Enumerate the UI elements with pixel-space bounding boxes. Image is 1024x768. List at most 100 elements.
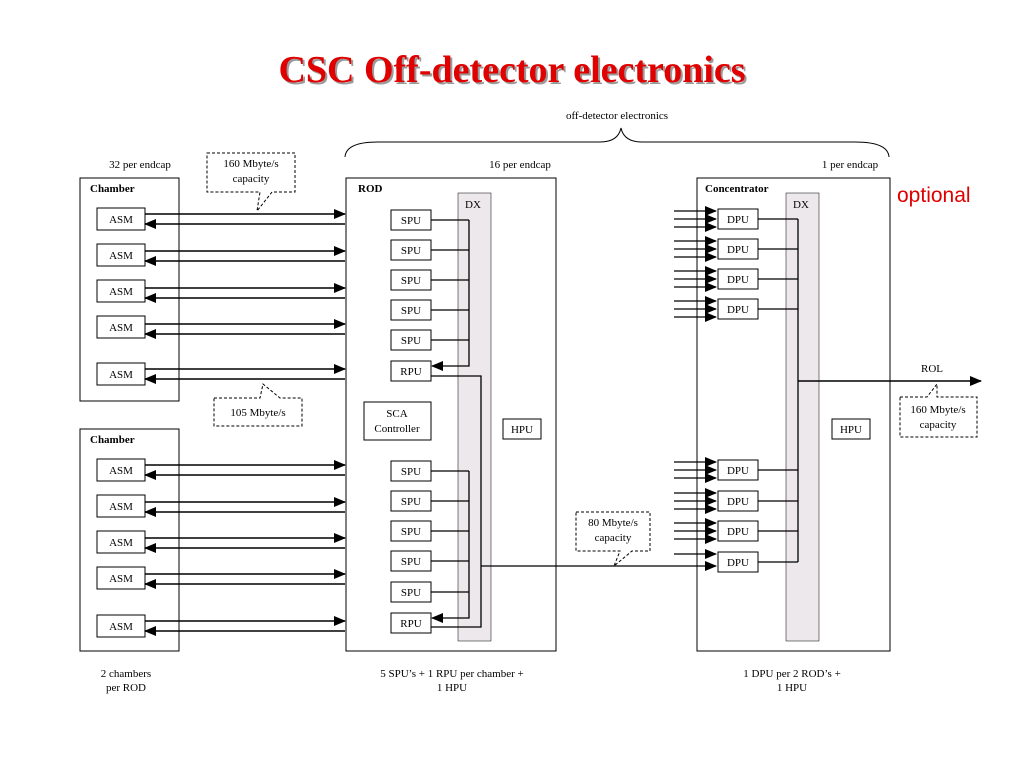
spu-box: SPU	[390, 299, 432, 321]
dpu-box: DPU	[717, 551, 759, 573]
svg-text:DPU: DPU	[727, 244, 749, 256]
asm-rod-link	[144, 569, 346, 589]
svg-text:Controller: Controller	[374, 423, 420, 435]
asm-box: ASM	[96, 207, 146, 231]
svg-text:ASM: ASM	[109, 214, 133, 226]
rpu-output-bus	[431, 375, 717, 628]
svg-text:capacity: capacity	[595, 532, 632, 544]
rod-footnote-line2: 1 HPU	[437, 682, 467, 694]
slide-title: CSC Off-detector electronics	[278, 49, 746, 91]
svg-text:160 Mbyte/s: 160 Mbyte/s	[223, 158, 278, 170]
asm-box: ASM	[96, 279, 146, 303]
asm-rod-link	[144, 460, 346, 480]
svg-text:HPU: HPU	[840, 424, 862, 436]
concentrator-dx-label: DX	[793, 199, 809, 211]
spu-box: SPU	[390, 520, 432, 542]
svg-text:HPU: HPU	[511, 424, 533, 436]
svg-text:ASM: ASM	[109, 621, 133, 633]
svg-text:ASM: ASM	[109, 322, 133, 334]
asm-box: ASM	[96, 243, 146, 267]
asm-box: ASM	[96, 566, 146, 590]
svg-text:SPU: SPU	[401, 496, 421, 508]
asm-rod-link	[144, 497, 346, 517]
spu-box: SPU	[390, 239, 432, 261]
asm-box: ASM	[96, 614, 146, 638]
asm-box: ASM	[96, 530, 146, 554]
svg-text:SPU: SPU	[401, 556, 421, 568]
asm-rod-link	[144, 533, 346, 553]
rod-dx-bar	[457, 192, 492, 642]
rod-footnote-line1: 5 SPU’s + 1 RPU per chamber +	[380, 668, 523, 680]
concentrator-dx-bar	[785, 192, 820, 642]
asm-rod-link	[144, 246, 346, 266]
asm-box: ASM	[96, 458, 146, 482]
svg-text:SPU: SPU	[401, 245, 421, 257]
chamber-footnote-line2: per ROD	[106, 682, 146, 694]
svg-text:RPU: RPU	[400, 618, 421, 630]
svg-text:SPU: SPU	[401, 275, 421, 287]
svg-text:SPU: SPU	[401, 587, 421, 599]
off-detector-brace	[344, 127, 890, 158]
rod-count-label: 16 per endcap	[489, 159, 551, 171]
sca-controller-box: SCA Controller	[363, 401, 432, 441]
chamber-footnote-line1: 2 chambers	[101, 668, 151, 680]
spu-box: SPU	[390, 209, 432, 231]
svg-text:DPU: DPU	[727, 557, 749, 569]
svg-text:ASM: ASM	[109, 465, 133, 477]
concentrator-hpu-box: HPU	[831, 418, 871, 440]
asm-box: ASM	[96, 494, 146, 518]
svg-text:capacity: capacity	[233, 173, 270, 185]
asm-box: ASM	[96, 315, 146, 339]
dpu-box: DPU	[717, 268, 759, 290]
asm-rod-link	[144, 209, 346, 229]
svg-text:DPU: DPU	[727, 274, 749, 286]
rol-capacity-callout: 160 Mbyte/s capacity	[899, 382, 978, 438]
spu-box: SPU	[390, 550, 432, 572]
svg-text:ASM: ASM	[109, 369, 133, 381]
dpu-box: DPU	[717, 490, 759, 512]
svg-text:ASM: ASM	[109, 286, 133, 298]
svg-text:ASM: ASM	[109, 573, 133, 585]
dpu-dx-connectors	[758, 218, 799, 563]
spu-box: SPU	[390, 581, 432, 603]
spu-box: SPU	[390, 269, 432, 291]
rod-capacity-callout: 80 Mbyte/s capacity	[575, 511, 651, 567]
concentrator-footnote-line2: 1 HPU	[777, 682, 807, 694]
svg-text:capacity: capacity	[920, 419, 957, 431]
svg-text:80 Mbyte/s: 80 Mbyte/s	[588, 517, 638, 529]
svg-text:DPU: DPU	[727, 465, 749, 477]
dpu-input-arrows	[674, 206, 717, 559]
dpu-box: DPU	[717, 459, 759, 481]
asm-rate-callout: 105 Mbyte/s	[213, 383, 303, 427]
svg-text:SPU: SPU	[401, 215, 421, 227]
rpu-box: RPU	[390, 612, 432, 634]
spu-box: SPU	[390, 460, 432, 482]
rpu-box: RPU	[390, 360, 432, 382]
dpu-box: DPU	[717, 298, 759, 320]
svg-text:SPU: SPU	[401, 305, 421, 317]
asm-rod-link	[144, 319, 346, 339]
svg-text:DPU: DPU	[727, 304, 749, 316]
chamber-capacity-callout: 160 Mbyte/s capacity	[206, 152, 296, 213]
svg-text:ASM: ASM	[109, 250, 133, 262]
asm-box: ASM	[96, 362, 146, 386]
rol-label: ROL	[921, 363, 943, 375]
chamber-title-bottom: Chamber	[90, 434, 135, 446]
spu-box: SPU	[390, 329, 432, 351]
asm-rod-link	[144, 364, 346, 384]
svg-text:105 Mbyte/s: 105 Mbyte/s	[230, 407, 285, 419]
asm-rod-link	[144, 616, 346, 636]
concentrator-title: Concentrator	[705, 183, 769, 195]
svg-text:DPU: DPU	[727, 496, 749, 508]
chamber-count-label: 32 per endcap	[109, 159, 171, 171]
svg-text:SPU: SPU	[401, 526, 421, 538]
svg-text:ASM: ASM	[109, 501, 133, 513]
concentrator-footnote-line1: 1 DPU per 2 ROD’s +	[743, 668, 841, 680]
dpu-box: DPU	[717, 520, 759, 542]
svg-text:RPU: RPU	[400, 366, 421, 378]
optional-label: optional	[897, 184, 971, 207]
spu-box: SPU	[390, 490, 432, 512]
dpu-box: DPU	[717, 238, 759, 260]
